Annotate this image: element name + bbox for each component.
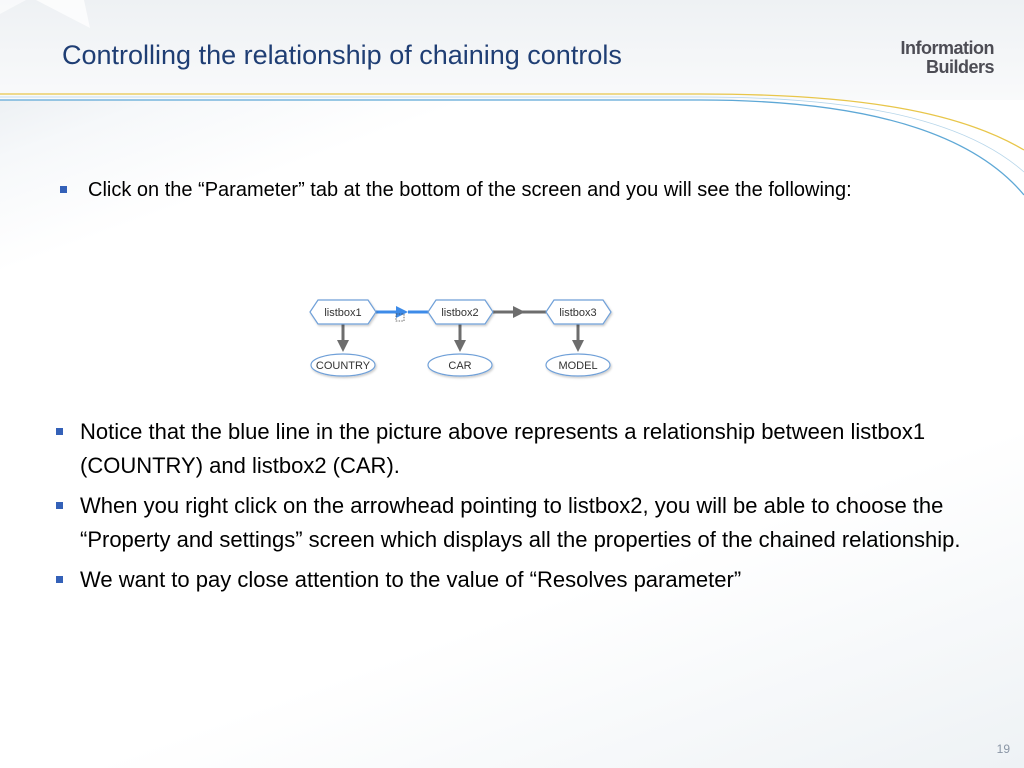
node-country[interactable]: COUNTRY [310,353,376,377]
node-car[interactable]: CAR [427,353,493,377]
arrowhead-to-listbox3-icon[interactable] [513,306,525,318]
chain-link-2-3[interactable] [493,306,546,318]
chaining-diagram: listbox1 listbox2 listbox3 COUNTRY CAR M… [309,299,612,377]
down-arrow-icon [454,340,466,352]
logo-line-1: Information [900,38,995,58]
square-bullet-icon [56,502,63,509]
bullet-list: Notice that the blue line in the picture… [56,415,986,603]
intro-bullet: Click on the “Parameter” tab at the bott… [60,178,960,202]
list-item-text: We want to pay close attention to the va… [80,567,742,592]
node-label-listbox1: listbox1 [324,307,361,319]
link-listbox1-country [337,323,349,352]
node-label-listbox2: listbox2 [441,307,478,319]
link-listbox3-model [572,323,584,352]
node-listbox3[interactable]: listbox3 [545,299,612,325]
chain-link-1-2[interactable] [376,306,428,322]
square-bullet-icon [56,428,63,435]
arrowhead-to-listbox2-icon[interactable] [396,306,408,318]
down-arrow-icon [572,340,584,352]
slide-header [0,0,1024,100]
list-item-text: Notice that the blue line in the picture… [80,419,926,478]
square-bullet-icon [56,576,63,583]
node-listbox1[interactable]: listbox1 [309,299,377,325]
logo-line-2: Builders [925,57,995,77]
node-label-car: CAR [448,360,471,372]
list-item: When you right click on the arrowhead po… [56,489,986,557]
intro-text: Click on the “Parameter” tab at the bott… [88,179,852,201]
node-label-country: COUNTRY [316,360,371,372]
list-item: We want to pay close attention to the va… [56,563,986,597]
list-item-text: When you right click on the arrowhead po… [80,493,961,552]
page-number: 19 [996,742,1010,756]
link-listbox2-car [454,323,466,352]
node-model[interactable]: MODEL [545,353,611,377]
page-title: Controlling the relationship of chaining… [62,40,622,70]
information-builders-logo: Information Builders [901,39,995,77]
square-bullet-icon [60,186,67,193]
down-arrow-icon [337,340,349,352]
node-listbox2[interactable]: listbox2 [427,299,494,325]
node-label-model: MODEL [558,360,597,372]
node-label-listbox3: listbox3 [559,307,596,319]
list-item: Notice that the blue line in the picture… [56,415,986,483]
cursor-handle-icon [395,313,405,322]
